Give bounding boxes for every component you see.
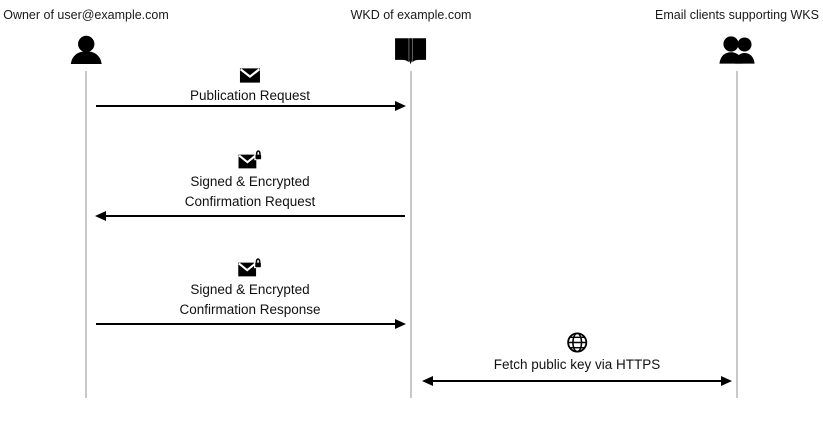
message-fetch-public-key-line-1: Fetch public key via HTTPS <box>493 357 661 372</box>
arrow-fetch-public-key <box>432 380 722 382</box>
user-icon <box>3 33 169 67</box>
arrowhead-right-fetch-public-key <box>721 375 732 386</box>
arrowhead-right-confirmation-response <box>395 318 406 329</box>
actor-email-clients-label: Email clients supporting WKS <box>655 8 819 22</box>
actor-owner[interactable]: Owner of user@example.com <box>3 8 169 67</box>
lifeline-email-clients <box>736 71 738 398</box>
lifeline-wkd <box>410 71 412 398</box>
actor-owner-label: Owner of user@example.com <box>3 8 169 22</box>
arrow-confirmation-response <box>96 323 396 325</box>
message-publication-request-line-1: Publication Request <box>189 88 311 103</box>
envelope-lock-icon <box>179 256 320 278</box>
arrowhead-left-confirmation-request <box>95 210 106 221</box>
arrow-confirmation-request <box>105 215 405 217</box>
lifeline-owner <box>85 71 87 398</box>
message-confirmation-request: Signed & Encrypted Confirmation Request <box>184 148 316 212</box>
book-icon <box>351 33 472 67</box>
message-confirmation-response-line-1: Signed & Encrypted <box>190 282 310 297</box>
envelope-icon <box>190 62 310 84</box>
actor-wkd[interactable]: WKD of example.com <box>350 8 472 67</box>
actor-email-clients[interactable]: Email clients supporting WKS <box>655 8 819 67</box>
arrow-publication-request <box>96 105 396 107</box>
message-confirmation-response: Signed & Encrypted Confirmation Response <box>179 256 321 320</box>
message-publication-request: Publication Request <box>190 62 310 106</box>
message-confirmation-request-line-1: Signed & Encrypted <box>190 174 310 189</box>
message-confirmation-response-line-2: Confirmation Response <box>179 302 321 317</box>
message-fetch-public-key: Fetch public key via HTTPS <box>493 331 661 375</box>
users-icon <box>655 33 819 67</box>
actor-wkd-label: WKD of example.com <box>350 8 472 22</box>
envelope-lock-icon <box>185 148 316 170</box>
arrowhead-left-fetch-public-key <box>422 375 433 386</box>
message-confirmation-request-line-2: Confirmation Request <box>184 194 316 209</box>
globe-icon <box>494 331 661 353</box>
arrowhead-right-publication-request <box>395 100 406 111</box>
